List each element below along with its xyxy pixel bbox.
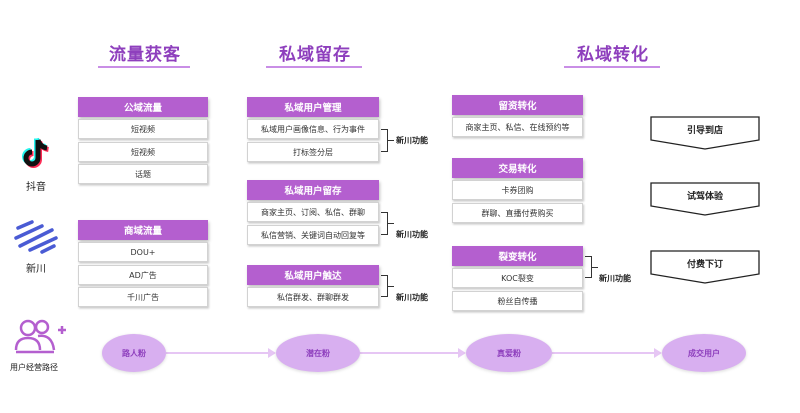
xinchuan-feature-label: 新川功能 xyxy=(396,293,428,302)
xinchuan-feature-label: 新川功能 xyxy=(396,230,428,239)
pentagon-shape xyxy=(650,250,760,284)
commerce-traffic-item: AD广告 xyxy=(78,265,208,285)
user-reach-item: 私信群发、群聊群发 xyxy=(247,287,379,307)
fission-conversion-item: KOC裂变 xyxy=(452,268,583,288)
user-reach-header: 私域用户触达 xyxy=(247,265,379,285)
xinchuan-feature-label: 新川功能 xyxy=(396,136,428,145)
funnel-step-paid-order: 付费下订 xyxy=(650,250,760,284)
bracket-tail xyxy=(388,286,394,287)
public-traffic-item: 话题 xyxy=(78,164,208,184)
deal-conversion-item: 群聊、直播付费购买 xyxy=(452,203,583,223)
path-arrow-icon xyxy=(268,348,276,358)
users-add-icon xyxy=(14,318,68,354)
user-retention-item: 商家主页、订阅、私信、群聊 xyxy=(247,202,379,222)
funnel-step-test-drive: 试驾体验 xyxy=(650,182,760,216)
public-traffic-header: 公域流量 xyxy=(78,97,208,117)
commerce-traffic-header: 商域流量 xyxy=(78,220,208,240)
bracket-user-retention xyxy=(381,212,388,235)
funnel-step-guide-to-store: 引导到店 xyxy=(650,116,760,150)
funnel-step-label: 付费下订 xyxy=(686,259,723,270)
funnel-step-label: 试驾体验 xyxy=(686,191,723,202)
bracket-tail xyxy=(388,140,394,141)
path-connector-1 xyxy=(166,352,270,354)
leads-conversion-header: 留资转化 xyxy=(452,95,583,115)
douyin-icon xyxy=(16,134,56,174)
stage-title-acquire: 流量获客 xyxy=(109,45,181,65)
stage-underline-convert xyxy=(564,66,660,68)
path-arrow-icon xyxy=(458,348,466,358)
bracket-tail xyxy=(388,223,394,224)
public-traffic-item: 短视频 xyxy=(78,142,208,162)
path-node-converted-user: 成交用户 xyxy=(662,334,746,372)
bracket-user-reach xyxy=(381,275,388,297)
commerce-traffic-item: 千川广告 xyxy=(78,287,208,307)
funnel-step-label: 引导到店 xyxy=(686,125,723,136)
fission-conversion-header: 裂变转化 xyxy=(452,246,583,266)
stage-underline-acquire xyxy=(98,66,190,68)
user-management-item: 私域用户画像信息、行为事件 xyxy=(247,119,379,139)
path-node-passerby-fan: 路人粉 xyxy=(102,334,166,372)
bracket-user-management xyxy=(381,129,388,152)
stage-underline-retain xyxy=(266,66,362,68)
bracket-tail xyxy=(592,267,598,268)
user-retention-item: 私信营销、关键词自动回复等 xyxy=(247,225,379,245)
bracket-fission-conversion xyxy=(585,256,592,278)
user-management-header: 私域用户管理 xyxy=(247,97,379,117)
platform-label-douyin: 抖音 xyxy=(26,182,46,193)
path-connector-2 xyxy=(360,352,460,354)
deal-conversion-header: 交易转化 xyxy=(452,158,583,178)
path-node-loyal-fan: 真爱粉 xyxy=(466,334,552,372)
xinchuan-feature-label: 新川功能 xyxy=(599,274,631,283)
xinchuan-logo-icon xyxy=(12,218,60,256)
public-traffic-item: 短视频 xyxy=(78,119,208,139)
commerce-traffic-item: DOU+ xyxy=(78,242,208,262)
deal-conversion-item: 卡券团购 xyxy=(452,180,583,200)
stage-title-convert: 私域转化 xyxy=(577,45,649,65)
user-management-item: 打标签分层 xyxy=(247,142,379,162)
platform-label-xinchuan: 新川 xyxy=(26,264,46,275)
stage-title-retain: 私域留存 xyxy=(279,45,351,65)
leads-conversion-item: 商家主页、私信、在线预约等 xyxy=(452,117,583,137)
path-connector-3 xyxy=(552,352,656,354)
user-retention-header: 私域用户留存 xyxy=(247,180,379,200)
user-path-label: 用户经营路径 xyxy=(10,363,58,372)
path-arrow-icon xyxy=(654,348,662,358)
pentagon-shape xyxy=(650,116,760,150)
fission-conversion-item: 粉丝自传播 xyxy=(452,291,583,311)
pentagon-shape xyxy=(650,182,760,216)
path-node-potential-fan: 潜在粉 xyxy=(276,334,360,372)
